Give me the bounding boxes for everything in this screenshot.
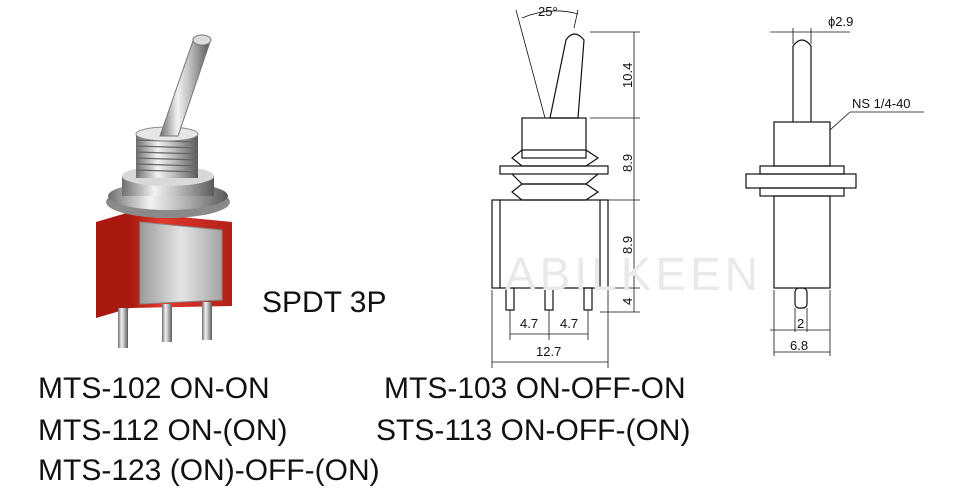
front-view-drawing [491,9,640,368]
model-code: MTS-112 [38,414,160,447]
side-bushing [773,121,831,167]
pin-pitch-left-label: 4.7 [520,316,538,331]
model-function: ON-OFF-(ON) [500,414,691,447]
terminal-width-label: 2 [797,316,804,331]
side-terminal [794,287,808,309]
model-function: ON-ON [169,372,270,405]
front-plate [499,165,609,175]
model-code: MTS-102 [38,372,162,405]
front-nut-2 [511,183,600,201]
model-code: MTS-103 [384,372,508,405]
model-function: ON-(ON) [167,414,288,447]
lever-length-label: 10.4 [620,63,635,88]
pin-pitch-right-label: 4.7 [560,316,578,331]
angle-label: 25° [538,4,558,19]
side-lever [792,39,812,122]
terminal-1 [118,308,128,348]
side-view-drawing [745,28,924,356]
side-plate [745,173,857,189]
side-nut-2 [759,187,845,197]
watermark: ABILKEEN [505,248,762,300]
model-function: ON-OFF-ON [515,372,686,405]
front-bushing [521,117,587,159]
body-width-label: 12.7 [536,344,561,359]
terminal-2 [162,304,172,342]
model-item: STS-113 ON-OFF-(ON) [376,414,690,448]
body-depth-label: 6.8 [790,338,808,353]
terminal-3 [202,302,212,340]
terminal-length-label: 4 [620,298,635,305]
model-function: (ON)-OFF-(ON) [169,454,380,487]
thread-label: NS 1/4-40 [852,96,911,111]
side-nut [759,165,845,175]
model-item: MTS-102 ON-ON [38,372,270,406]
model-item: MTS-103 ON-OFF-ON [384,372,686,406]
switch-photo [96,34,232,348]
side-body [773,195,831,289]
front-lever [549,33,585,119]
model-item: MTS-112 ON-(ON) [38,414,287,448]
config-label: SPDT 3P [262,286,387,319]
model-code: STS-113 [376,414,493,447]
housing-side [96,212,130,318]
lever [159,37,211,137]
housing-plate [139,221,223,305]
model-code: MTS-123 [38,454,162,487]
bushing-height-label: 8.9 [620,154,635,172]
lever-diameter-label: ϕ2.9 [828,14,853,29]
model-item: MTS-123 (ON)-OFF-(ON) [38,454,380,488]
body-height-label: 8.9 [620,236,635,254]
